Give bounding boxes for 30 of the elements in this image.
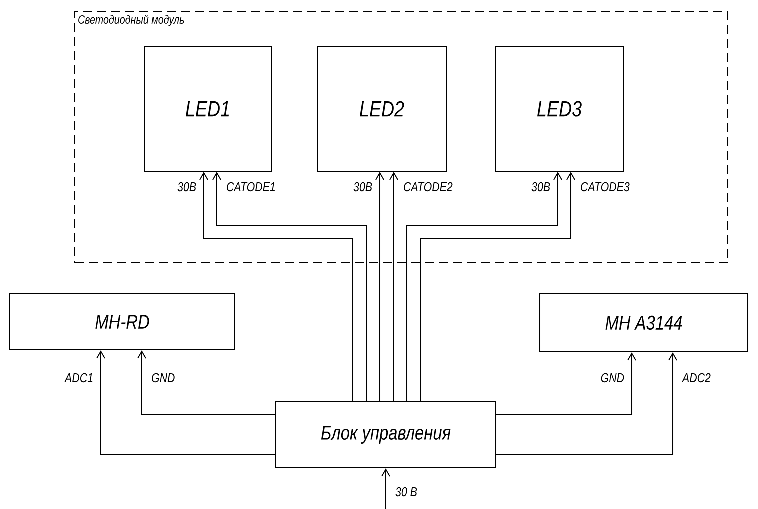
module-frame	[74, 12, 728, 264]
arrow	[376, 172, 384, 402]
block-box: MH-RD	[10, 294, 236, 350]
arrow	[420, 172, 576, 402]
pin-label: 30В	[532, 182, 550, 192]
arrow	[496, 352, 678, 456]
arrow	[496, 352, 636, 416]
arrow	[138, 350, 276, 416]
arrow	[382, 468, 390, 509]
pin-label: 30В	[178, 182, 196, 192]
block-box: LED3	[495, 46, 624, 172]
pin-label: GND	[601, 373, 624, 383]
pin-label: CATODE3	[581, 182, 630, 192]
module-title: Светодиодный модуль	[78, 15, 184, 26]
pin-label: 30 В	[396, 487, 418, 497]
block-box: LED1	[144, 46, 272, 172]
pin-label: GND	[152, 373, 175, 383]
arrow	[96, 350, 276, 456]
pin-label: 30В	[354, 182, 372, 192]
pin-label: CATODE2	[404, 182, 453, 192]
arrow	[200, 172, 354, 402]
block-box: MH A3144	[540, 294, 748, 352]
arrow	[406, 172, 562, 402]
arrow	[212, 172, 368, 402]
block-box: LED2	[317, 46, 447, 172]
arrow	[390, 172, 398, 402]
pin-label: ADC1	[64, 373, 93, 383]
block-box: Блок управления	[276, 402, 496, 468]
pin-label: CATODE1	[227, 182, 275, 192]
pin-label: ADC2	[682, 373, 711, 383]
